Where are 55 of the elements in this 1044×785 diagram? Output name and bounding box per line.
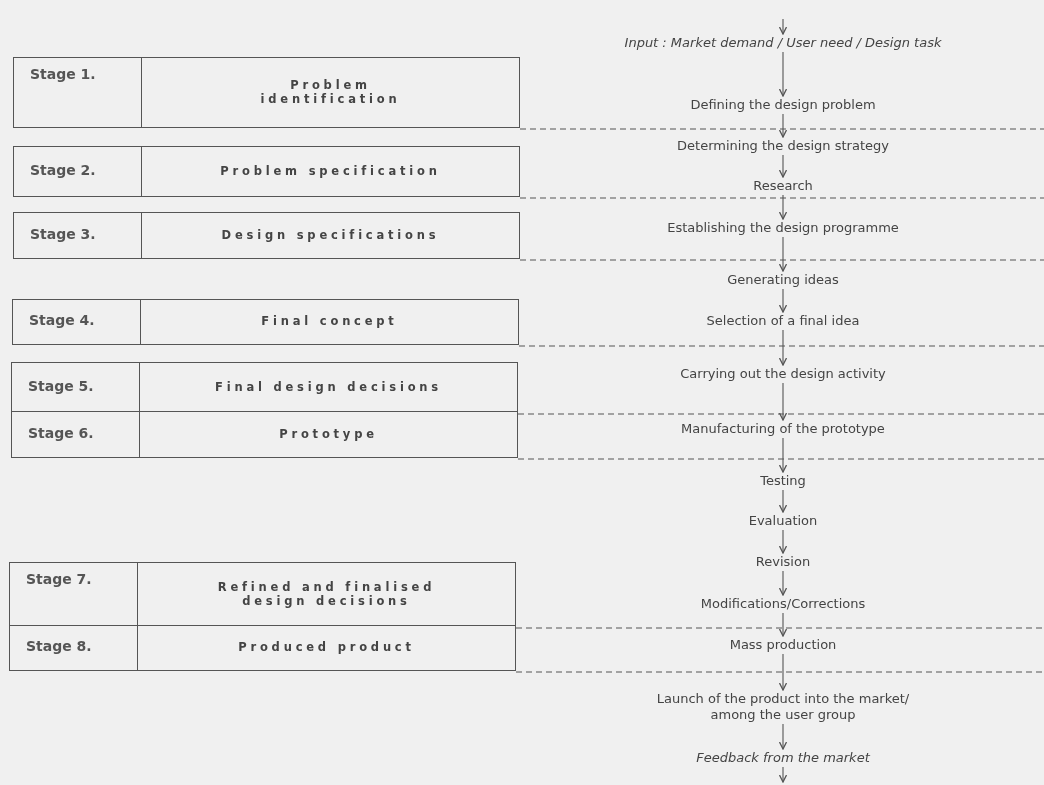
arrow — [778, 288, 788, 313]
arrow — [778, 766, 788, 783]
arrow — [778, 612, 788, 637]
stage-title: Problem specification — [219, 162, 442, 180]
stage-table-row — [11, 362, 518, 413]
arrow — [778, 437, 788, 473]
process-step-text: Launch of the product into the market/ among the user group — [633, 691, 933, 723]
stage-title: Produced product — [237, 639, 416, 657]
stage-table-row — [9, 625, 516, 671]
arrow — [778, 113, 788, 138]
arrow — [778, 154, 788, 178]
stage-title: Refined and finalised design decisions — [216, 578, 437, 610]
arrow — [778, 529, 788, 554]
arrow — [778, 653, 788, 691]
stage-title: Design specifications — [220, 226, 441, 244]
stage-number: Stage 6. — [12, 412, 140, 457]
arrow — [778, 489, 788, 513]
stage-table-row — [13, 212, 520, 259]
stage-number: Stage 2. — [14, 147, 142, 196]
arrow — [778, 194, 788, 220]
stage-table-row — [11, 411, 518, 458]
stage-number: Stage 8. — [10, 626, 138, 670]
process-step-text: Input : Market demand / User need / Design task — [624, 35, 942, 51]
process-step-text: Establishing the design programme — [667, 220, 899, 236]
arrow — [778, 723, 788, 750]
arrow — [778, 329, 788, 366]
stage-title: Final design decisions — [214, 378, 443, 396]
stage-table-row — [13, 57, 520, 128]
process-step-text: Determining the design strategy — [677, 138, 889, 154]
stage-number: Stage 1. — [14, 58, 142, 127]
stage-table-row — [9, 562, 516, 627]
arrow — [778, 18, 788, 35]
stage-title: Problem identification — [259, 76, 402, 108]
stage-title: Final concept — [260, 313, 399, 331]
arrow — [778, 570, 788, 596]
process-step-text: Generating ideas — [727, 272, 839, 288]
stage-title: Prototype — [278, 425, 379, 443]
arrow — [778, 51, 788, 97]
arrow — [778, 236, 788, 272]
process-step-text: Defining the design problem — [690, 97, 876, 113]
process-step-text: Research — [753, 178, 813, 194]
stage-number: Stage 3. — [14, 213, 142, 258]
process-step-text: Modifications/Corrections — [700, 596, 866, 612]
arrow — [778, 382, 788, 421]
process-step-text: Selection of a final idea — [706, 313, 860, 329]
process-step-text: Evaluation — [748, 513, 818, 529]
process-step-text: Testing — [760, 473, 806, 489]
process-step-text: Revision — [755, 554, 811, 570]
process-step-text: Mass production — [729, 637, 837, 653]
process-step-text: Manufacturing of the prototype — [681, 421, 885, 437]
stage-table-row — [13, 146, 520, 197]
process-step-text: Carrying out the design activity — [680, 366, 886, 382]
stage-table-row — [12, 299, 519, 345]
stage-number: Stage 4. — [13, 300, 141, 344]
process-step-text: Feedback from the market — [696, 750, 870, 766]
